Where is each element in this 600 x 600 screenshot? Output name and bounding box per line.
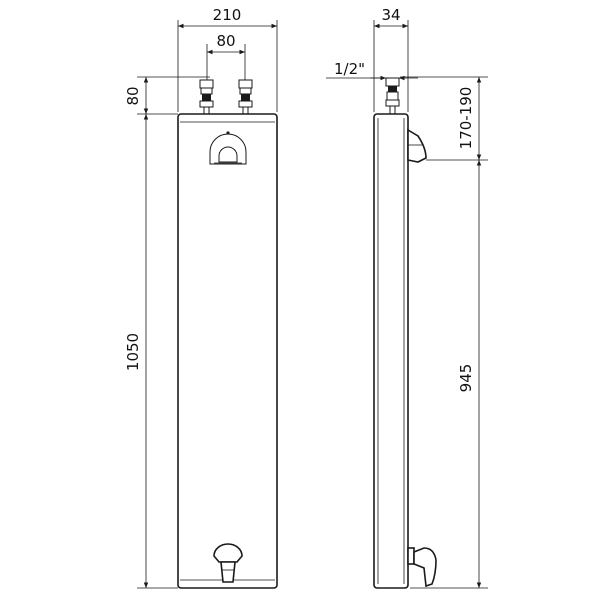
front-view: 210 80 80 1050: [124, 6, 278, 589]
inlet-fitting-left-icon: [199, 79, 214, 114]
push-valve-side-icon: [407, 547, 437, 588]
dim-total-height: 1050: [124, 114, 178, 589]
front-panel-body: [177, 113, 278, 589]
shower-head-side-icon: [407, 128, 427, 163]
dim-thread-label: 1/2": [334, 60, 365, 78]
dim-overall-width: 210: [177, 6, 278, 112]
dim-thread-size: 1/2": [326, 60, 418, 81]
dim-34-label: 34: [381, 6, 400, 24]
dim-945-label: 945: [457, 364, 475, 393]
dim-1050-label: 1050: [124, 333, 142, 371]
dim-side-depth: 34: [373, 6, 409, 112]
push-button-valve-icon: [213, 543, 243, 583]
dim-210-label: 210: [213, 6, 242, 24]
dim-80-side-label: 80: [124, 86, 142, 105]
dim-outlet-height: 945: [410, 160, 488, 589]
side-panel-body: [373, 113, 409, 589]
inlet-fitting-right-icon: [238, 79, 253, 114]
inlet-fitting-side-icon: [385, 77, 400, 114]
dim-inlet-height: 80: [124, 76, 210, 115]
shower-head-icon: [209, 131, 247, 165]
side-view: 34 1/2" 170-190 945: [326, 6, 488, 589]
dim-inlet-spacing: 80: [206, 32, 246, 80]
dim-80-top-label: 80: [216, 32, 235, 50]
dim-170-190-label: 170-190: [457, 87, 475, 150]
